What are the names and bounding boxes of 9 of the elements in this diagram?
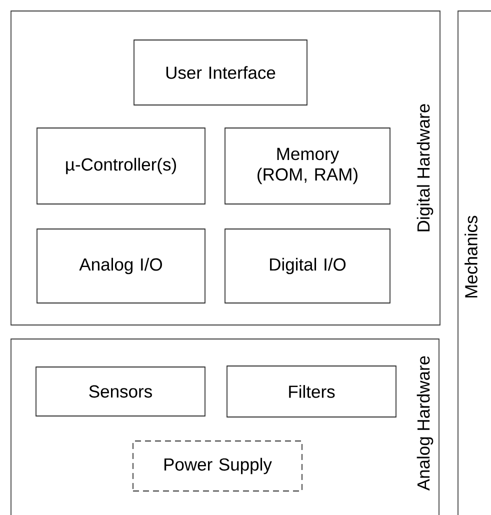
block-box: µ-Controller(s) xyxy=(36,128,206,204)
panel: Mechanics xyxy=(458,10,491,515)
block-box: Filters xyxy=(226,366,396,418)
block-box: Power Supply xyxy=(132,440,302,492)
block-box: User Interface xyxy=(134,40,308,106)
block-box: Digital I/O xyxy=(224,228,390,304)
block-box: Sensors xyxy=(36,366,206,416)
block-box: Analog I/O xyxy=(36,228,206,304)
block-box: Memory (ROM, RAM) xyxy=(224,128,390,204)
